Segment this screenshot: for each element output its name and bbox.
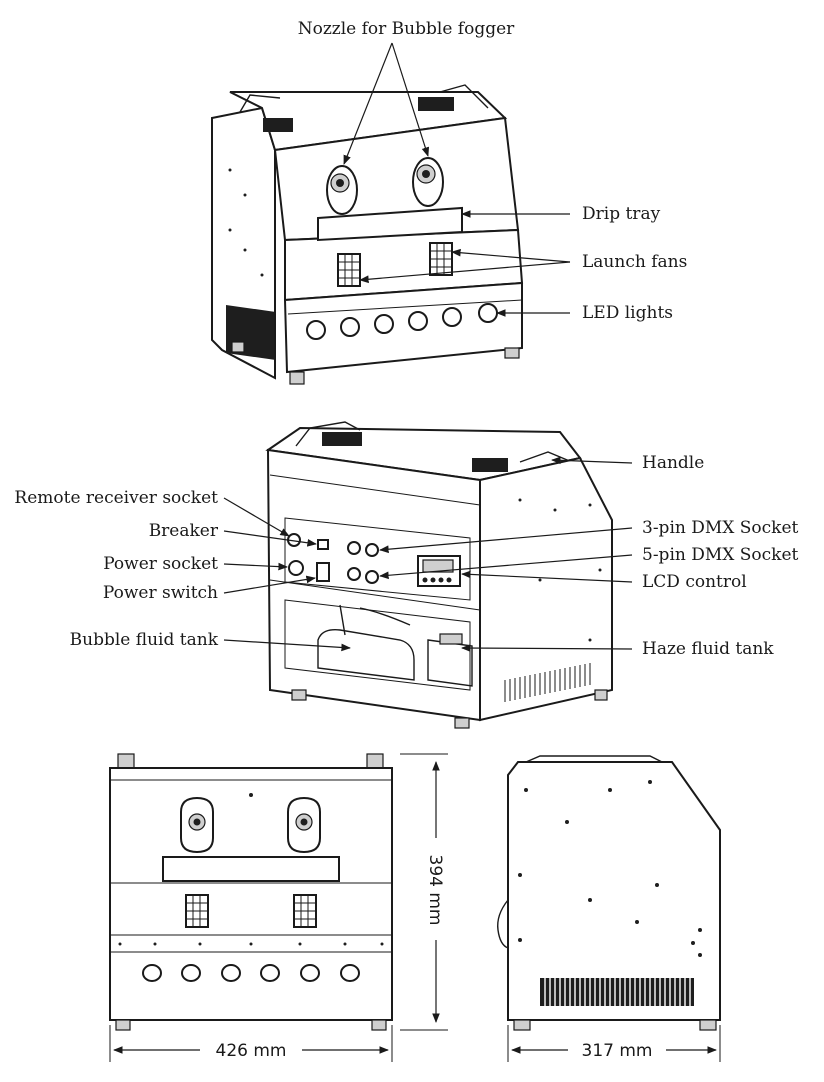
nozzle-icon bbox=[326, 165, 358, 215]
label-led-lights: LED lights bbox=[582, 303, 673, 323]
breaker-icon bbox=[317, 539, 329, 550]
foot-icon bbox=[699, 1019, 717, 1031]
launch-fan-icon bbox=[337, 253, 361, 287]
handle-icon bbox=[366, 753, 384, 769]
drip-tray-icon bbox=[317, 206, 463, 242]
foot-icon bbox=[504, 347, 520, 359]
foot-icon bbox=[371, 1019, 387, 1031]
led-light-icon bbox=[340, 964, 360, 982]
nozzle-icon bbox=[180, 796, 214, 854]
foot-icon bbox=[289, 371, 305, 385]
led-lights-row bbox=[142, 964, 360, 982]
label-dmx3: 3-pin DMX Socket bbox=[642, 518, 799, 538]
drip-tray-icon bbox=[162, 856, 340, 882]
power-socket-icon bbox=[288, 560, 304, 576]
led-light-icon bbox=[408, 311, 428, 331]
label-lcd: LCD control bbox=[642, 572, 747, 592]
height-dimension: 394 mm bbox=[400, 753, 448, 1031]
led-light-icon bbox=[260, 964, 280, 982]
power-switch-icon bbox=[316, 562, 330, 582]
label-nozzle: Nozzle for Bubble fogger bbox=[298, 19, 515, 39]
foot-icon bbox=[115, 1019, 131, 1031]
label-haze-tank: Haze fluid tank bbox=[642, 639, 774, 659]
front-orthographic-view bbox=[109, 753, 393, 1031]
led-light-icon bbox=[442, 307, 462, 327]
foot-icon bbox=[594, 689, 608, 701]
led-lights-row bbox=[306, 303, 498, 340]
top-vent-icon bbox=[418, 97, 454, 111]
label-dmx5: 5-pin DMX Socket bbox=[642, 545, 799, 565]
led-light-icon bbox=[221, 964, 241, 982]
foot-icon bbox=[513, 1019, 531, 1031]
led-light-icon bbox=[181, 964, 201, 982]
label-bubble-tank: Bubble fluid tank bbox=[70, 630, 219, 650]
dmx5-in-icon bbox=[347, 567, 361, 581]
launch-fan-icon bbox=[293, 894, 317, 928]
width-value: 426 mm bbox=[216, 1041, 287, 1061]
top-vent-icon bbox=[263, 118, 293, 132]
depth-dimension: 317 mm bbox=[507, 1025, 721, 1062]
dmx3-out-icon bbox=[365, 543, 379, 557]
side-vent-icon bbox=[540, 978, 694, 1006]
top-vent-icon bbox=[472, 458, 508, 472]
led-light-icon bbox=[340, 317, 360, 337]
handle-icon bbox=[117, 753, 135, 769]
foot-icon bbox=[454, 717, 470, 729]
nozzle-icon bbox=[412, 157, 444, 207]
launch-fan-icon bbox=[185, 894, 209, 928]
launch-fan-icon bbox=[429, 242, 453, 276]
label-launch-fans: Launch fans bbox=[582, 252, 687, 272]
height-value: 394 mm bbox=[425, 855, 445, 926]
front-perspective-view bbox=[211, 84, 524, 385]
led-light-icon bbox=[306, 320, 326, 340]
led-light-icon bbox=[478, 303, 498, 323]
width-dimension: 426 mm bbox=[109, 1025, 393, 1062]
led-light-icon bbox=[300, 964, 320, 982]
rear-perspective-view bbox=[265, 421, 613, 729]
label-power-switch: Power switch bbox=[103, 583, 218, 603]
label-handle: Handle bbox=[642, 453, 704, 473]
foot-icon bbox=[291, 689, 307, 701]
dmx3-in-icon bbox=[347, 541, 361, 555]
side-vent-icon bbox=[504, 663, 591, 702]
label-breaker: Breaker bbox=[149, 521, 219, 541]
depth-value: 317 mm bbox=[582, 1041, 653, 1061]
foot-icon bbox=[231, 341, 245, 353]
bubble-fluid-tank-icon bbox=[317, 604, 415, 681]
top-vent-icon bbox=[322, 432, 362, 446]
nozzle-icon bbox=[287, 796, 321, 854]
led-light-icon bbox=[142, 964, 162, 982]
label-power-socket: Power socket bbox=[103, 554, 218, 574]
label-drip-tray: Drip tray bbox=[582, 204, 661, 224]
side-orthographic-view bbox=[497, 755, 721, 1031]
dmx5-out-icon bbox=[365, 570, 379, 584]
haze-fluid-tank-icon bbox=[427, 633, 473, 687]
label-remote-receiver: Remote receiver socket bbox=[14, 488, 218, 508]
led-light-icon bbox=[374, 314, 394, 334]
